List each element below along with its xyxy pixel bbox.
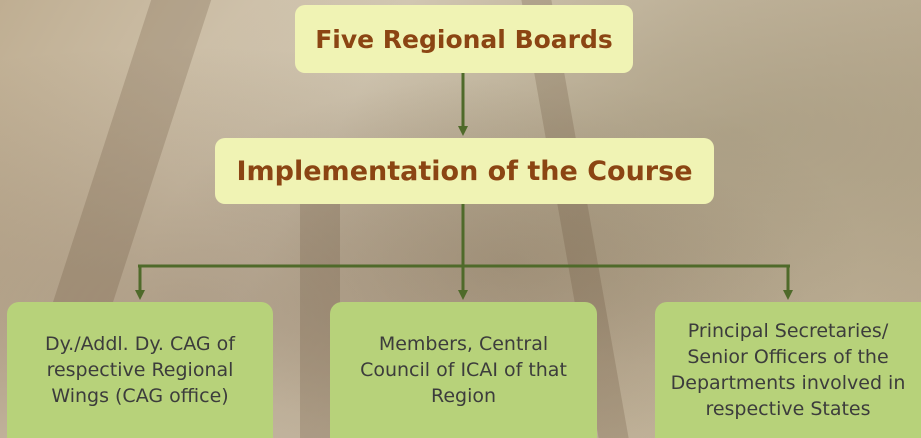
node-principal-secretaries: Principal Secretaries/ Senior Officers o…: [655, 302, 921, 438]
node-implementation-of-course: Implementation of the Course: [215, 138, 714, 204]
node-label: Principal Secretaries/ Senior Officers o…: [670, 320, 906, 420]
node-label: Five Regional Boards: [315, 24, 613, 54]
node-five-regional-boards: Five Regional Boards: [295, 5, 633, 73]
node-label: Dy./Addl. Dy. CAG of respective Regional…: [45, 333, 235, 407]
node-label: Members, Central Council of ICAI of that…: [360, 333, 567, 407]
node-icai-central-council: Members, Central Council of ICAI of that…: [330, 302, 597, 438]
node-cag-regional-wings: Dy./Addl. Dy. CAG of respective Regional…: [7, 302, 273, 438]
node-label: Implementation of the Course: [236, 155, 693, 187]
